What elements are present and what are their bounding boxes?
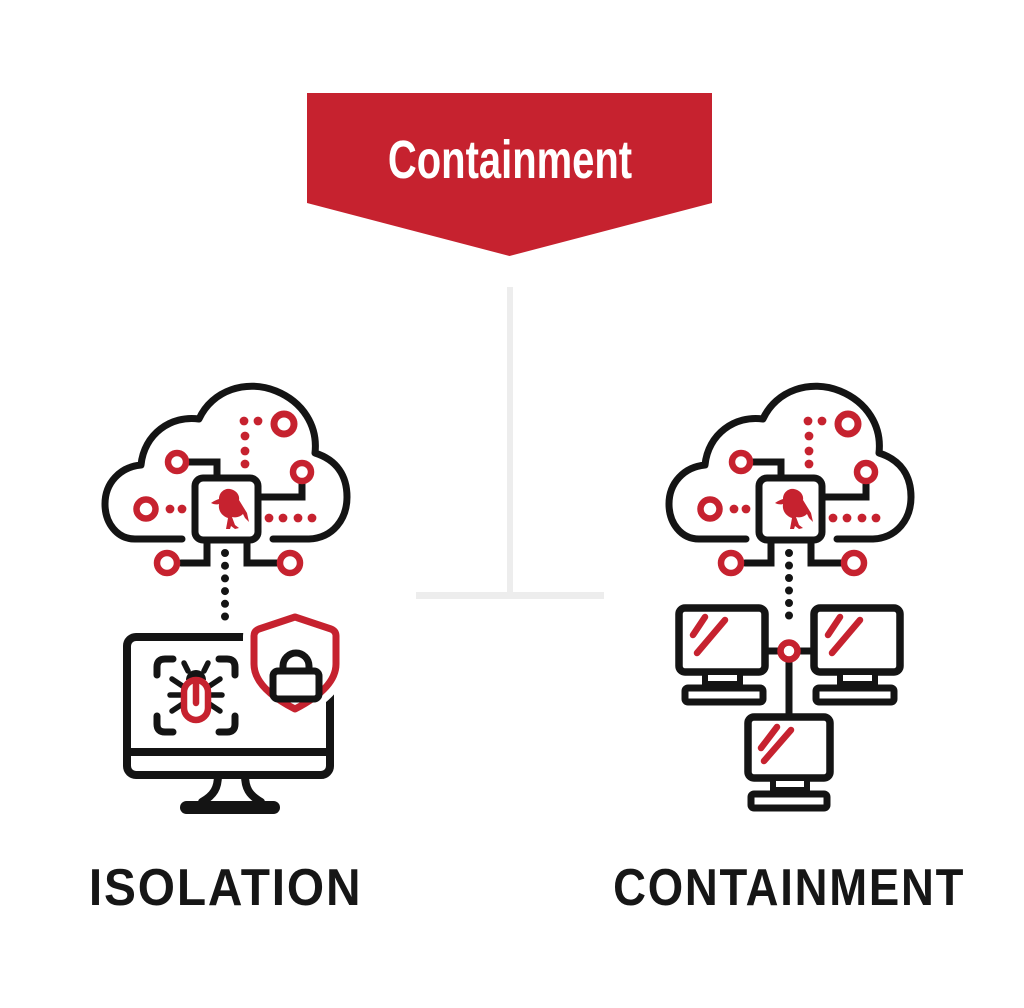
workstation-icon <box>675 604 769 706</box>
isolation-icon <box>95 370 365 814</box>
connector-vertical-line <box>507 287 513 598</box>
screen-shine <box>689 613 729 657</box>
workstation-icon <box>744 713 834 812</box>
bug-scan-viewfinder-icon <box>153 655 239 736</box>
banner-label: Containment <box>387 130 632 190</box>
connector-horizontal-line <box>416 592 604 599</box>
monitor-base <box>180 801 280 814</box>
padlock-body <box>269 667 323 703</box>
shield-lock-icon <box>243 606 347 720</box>
containment-icon <box>655 370 935 812</box>
screen-shine <box>757 723 795 765</box>
network-hub-node-icon <box>777 639 801 663</box>
screen-shine <box>824 613 864 657</box>
bug-icon <box>167 660 225 724</box>
padlock-shackle <box>279 649 313 671</box>
isolation-caption: ISOLATION <box>89 859 363 917</box>
workstation-icon <box>810 604 904 706</box>
containment-caption: CONTAINMENT <box>613 859 966 917</box>
bug-head <box>186 670 206 680</box>
